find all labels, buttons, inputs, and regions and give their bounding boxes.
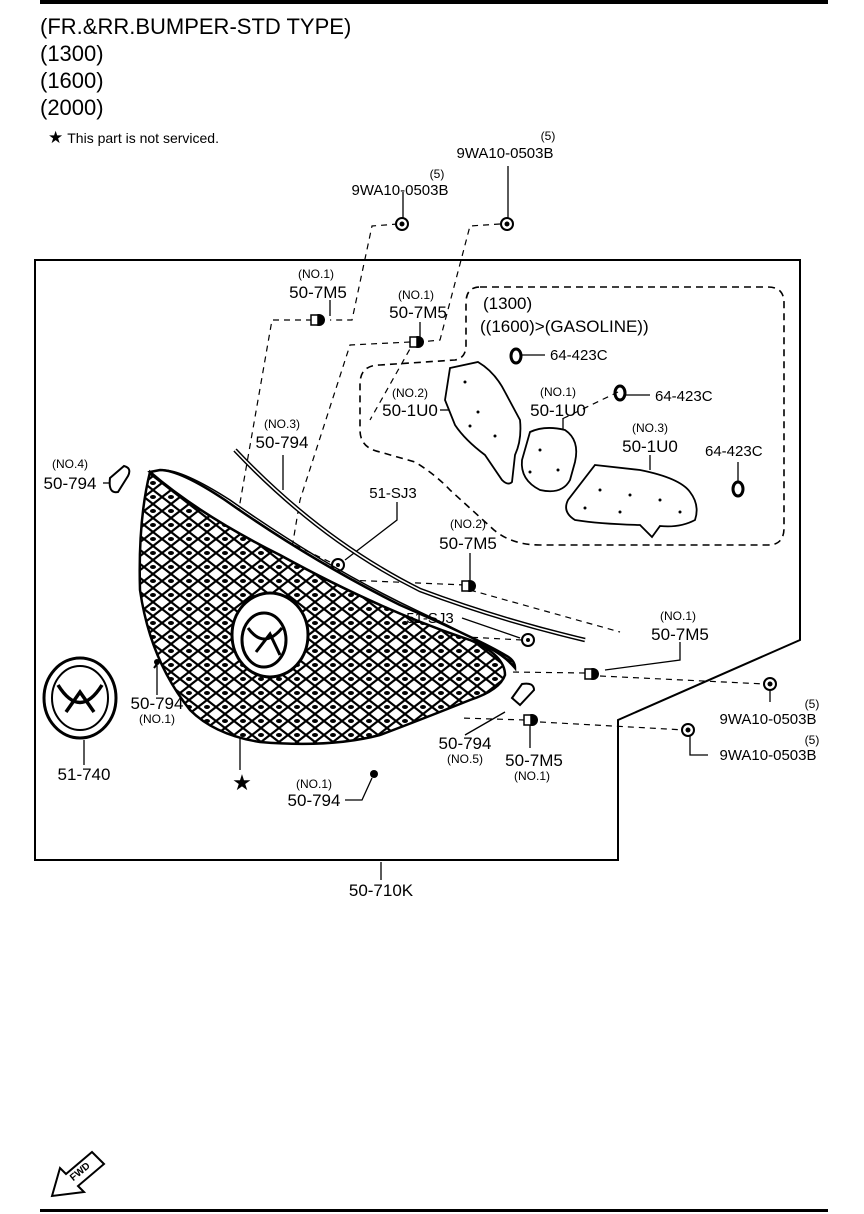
pad3-part: 50-1U0	[622, 437, 678, 456]
emblem-part: 51-740	[58, 765, 111, 784]
bolt-r1-part: 9WA10-0503B	[719, 711, 816, 728]
grommet1-part: 64-423C	[550, 347, 608, 364]
header-line-2: (1300)	[40, 41, 104, 66]
seal4-no: (NO.4)	[52, 457, 88, 471]
nut-a-part: 51-SJ3	[369, 485, 417, 502]
clip1-no: (NO.1)	[298, 267, 334, 281]
clip1-part: 50-7M5	[289, 283, 347, 302]
pad3-no: (NO.3)	[632, 421, 668, 435]
assembly-outline	[34, 259, 801, 861]
bolt-right-1	[763, 677, 777, 691]
bolt-right-2	[681, 723, 695, 737]
clip-no1-a	[310, 314, 325, 326]
clip-no1-c	[584, 668, 599, 680]
header-line-1: (FR.&RR.BUMPER-STD TYPE)	[40, 14, 352, 39]
seal5-part: 50-794	[439, 734, 492, 753]
assembly-part: 50-710K	[349, 881, 414, 900]
seal-no1-b	[370, 770, 378, 778]
bolt-top-left	[395, 217, 409, 231]
seal1b-part: 50-794	[288, 791, 341, 810]
pad1-part: 50-1U0	[530, 401, 586, 420]
seal-no5	[510, 682, 536, 707]
clip-no2	[461, 580, 476, 592]
clip-no1-b	[409, 336, 424, 348]
seal1b-no: (NO.1)	[296, 777, 332, 791]
inset-line-1: (1300)	[483, 294, 532, 313]
inset-line-2: ((1600)>(GASOLINE))	[480, 317, 649, 336]
fwd-arrow-icon: FWD	[50, 1150, 106, 1198]
seal5-no: (NO.5)	[447, 752, 483, 766]
clip4-no: (NO.1)	[660, 609, 696, 623]
bolt-r2-part: 9WA10-0503B	[719, 747, 816, 764]
pad-dots	[463, 380, 682, 514]
top-bolt-right-qty: (5)	[541, 129, 556, 143]
star-icon: ★	[48, 128, 64, 147]
pad2-part: 50-1U0	[382, 401, 438, 420]
front-emblem	[42, 656, 118, 740]
clip-no1-d	[523, 714, 538, 726]
pad-no2	[444, 361, 522, 485]
nut-b	[521, 633, 535, 647]
bolt-r2-qty: (5)	[805, 733, 820, 747]
nut-b-part: 51-SJ3	[406, 610, 454, 627]
bottom-rule	[40, 1209, 828, 1212]
seal4-part: 50-794	[44, 474, 97, 493]
bolt-top-right	[500, 217, 514, 231]
seal1-no: (NO.1)	[139, 712, 175, 726]
seal-no4	[108, 464, 131, 494]
grille-star-icon: ★	[232, 770, 252, 795]
bolt-r1-qty: (5)	[805, 697, 820, 711]
clip2-no: (NO.1)	[398, 288, 434, 302]
seal1-part: 50-794	[131, 694, 184, 713]
pad-no3	[565, 464, 698, 539]
solid-leaders	[83, 166, 771, 880]
grommet-3	[731, 480, 745, 498]
clip3-part: 50-7M5	[439, 534, 497, 553]
grommet2-part: 64-423C	[655, 388, 713, 405]
not-serviced-note-text: This part is not serviced.	[67, 130, 219, 146]
inset-dashed-box	[359, 286, 785, 546]
not-serviced-note: ★This part is not serviced.	[48, 128, 219, 148]
clip3-no: (NO.2)	[450, 517, 486, 531]
pad1-no: (NO.1)	[540, 385, 576, 399]
header-line-3: (1600)	[40, 68, 104, 93]
clip5-part: 50-7M5	[505, 751, 563, 770]
clip5-no: (NO.1)	[514, 769, 550, 783]
pad-no1	[520, 427, 578, 493]
grommet-2	[613, 384, 627, 402]
top-bolt-right-part: 9WA10-0503B	[456, 145, 553, 162]
pad2-no: (NO.2)	[392, 386, 428, 400]
top-bolt-left-qty: (5)	[430, 167, 445, 181]
radiator-grille	[138, 468, 517, 746]
seal-no1-a	[153, 659, 161, 669]
seal-upper-no: (NO.3)	[264, 417, 300, 431]
header-line-4: (2000)	[40, 95, 104, 120]
clip2-part: 50-7M5	[389, 303, 447, 322]
clip4-part: 50-7M5	[651, 625, 709, 644]
top-bolt-left-part: 9WA10-0503B	[351, 182, 448, 199]
grommet-1	[509, 347, 523, 365]
top-rule	[40, 0, 828, 4]
grommet3-part: 64-423C	[705, 443, 763, 460]
seal-upper-part: 50-794	[256, 433, 309, 452]
